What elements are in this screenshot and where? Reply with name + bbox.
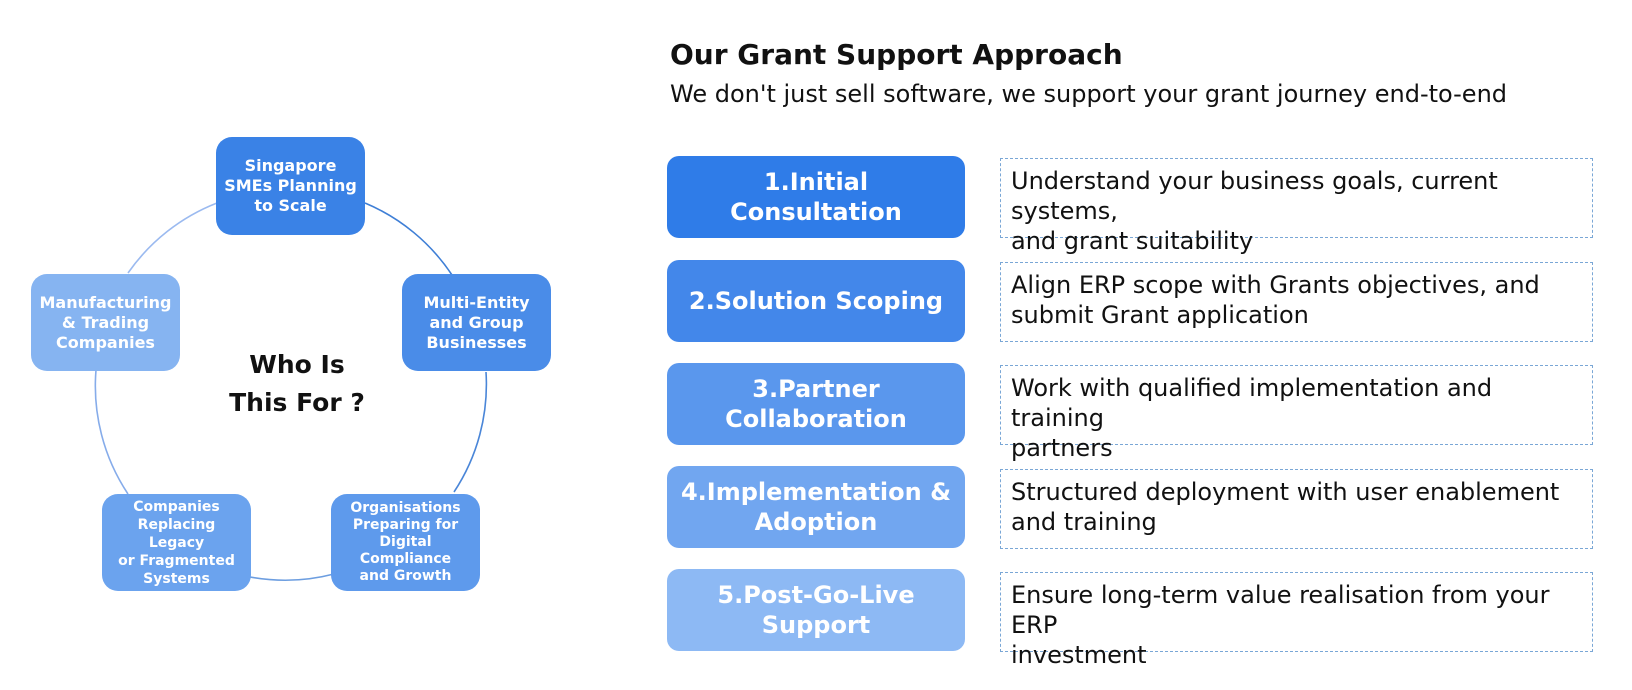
- step-3-description: Work with qualified implementation and t…: [1000, 365, 1593, 462]
- node-companies-legacy: Companies Replacing Legacy or Fragmented…: [102, 494, 251, 591]
- page-title: Our Grant Support Approach: [670, 38, 1123, 71]
- step-label: 1.Initial Consultation: [730, 168, 902, 226]
- page-subtitle: We don't just sell software, we support …: [670, 80, 1508, 108]
- step-2-description: Align ERP scope with Grants objectives, …: [1000, 262, 1593, 342]
- node-label: Organisations Preparing for Digital Comp…: [350, 500, 461, 584]
- node-label: Companies Replacing Legacy or Fragmented…: [118, 498, 235, 587]
- node-manufacturing: Manufacturing & Trading Companies: [31, 274, 180, 371]
- ring-arc-top-left: [127, 202, 218, 274]
- ring-arc-left: [94, 369, 129, 495]
- ring-arc-right: [453, 371, 488, 493]
- step-label: 4.Implementation & Adoption: [680, 478, 952, 536]
- step-5-button: 5.Post-Go-Live Support: [667, 569, 965, 651]
- step-4-description: Structured deployment with user enableme…: [1000, 469, 1593, 549]
- who-is-this-for-label: Who Is This For ?: [192, 346, 402, 422]
- center-label-text: Who Is This For ?: [229, 350, 365, 417]
- node-singapore-smes: Singapore SMEs Planning to Scale: [216, 137, 365, 235]
- step-1-button: 1.Initial Consultation: [667, 156, 965, 238]
- node-label: Multi-Entity and Group Businesses: [423, 292, 530, 352]
- step-label: 2.Solution Scoping: [688, 287, 944, 315]
- step-5-description: Ensure long-term value realisation from …: [1000, 572, 1593, 669]
- step-2-button: 2.Solution Scoping: [667, 260, 965, 342]
- node-organisations: Organisations Preparing for Digital Comp…: [331, 494, 480, 591]
- step-4-button: 4.Implementation & Adoption: [667, 466, 965, 548]
- step-label: 5.Post-Go-Live Support: [717, 581, 915, 639]
- node-label: Singapore SMEs Planning to Scale: [224, 156, 357, 215]
- step-label: 3.Partner Collaboration: [725, 375, 907, 433]
- ring-arc-bottom: [249, 573, 335, 581]
- ring-arc-top-right: [364, 202, 453, 276]
- step-1-description: Understand your business goals, current …: [1000, 158, 1593, 255]
- node-label: Manufacturing & Trading Companies: [39, 292, 172, 352]
- cycle-ring: [94, 202, 488, 581]
- step-3-button: 3.Partner Collaboration: [667, 363, 965, 445]
- node-multi-entity: Multi-Entity and Group Businesses: [402, 274, 551, 371]
